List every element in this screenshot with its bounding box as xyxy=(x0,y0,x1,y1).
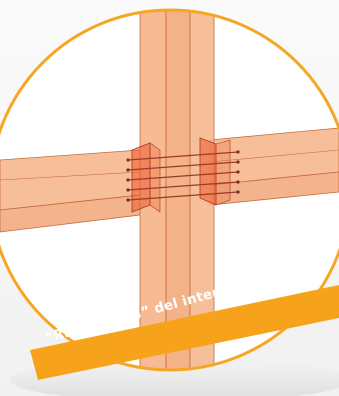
bolts xyxy=(127,151,239,201)
horizontal-beam-right xyxy=(209,127,339,206)
caption-banner xyxy=(30,285,339,380)
xray-circle-outline xyxy=(0,8,339,372)
horizontal-beam-left xyxy=(0,149,141,233)
bolt-heads xyxy=(126,150,240,202)
